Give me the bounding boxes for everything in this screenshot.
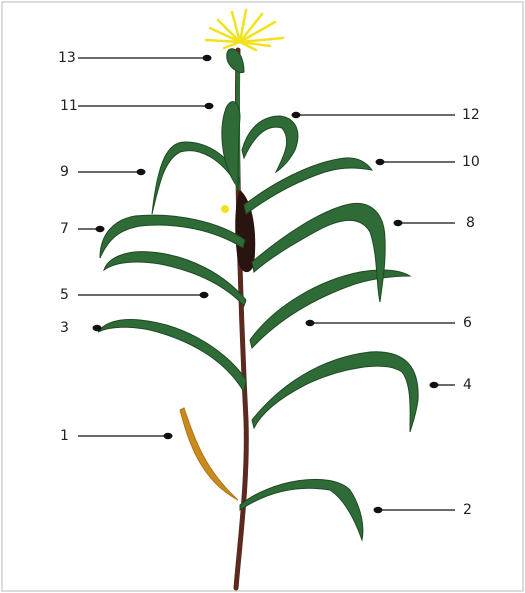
label-3: 3 [60, 320, 69, 336]
label-12: 12 [462, 107, 480, 123]
leaf-3 [98, 320, 246, 393]
label-10: 10 [462, 154, 480, 170]
dot-1 [164, 433, 173, 439]
leaf-4 [252, 352, 418, 432]
label-9: 9 [60, 164, 69, 180]
silk [221, 205, 229, 213]
dot-2 [374, 507, 383, 513]
label-4: 4 [463, 377, 472, 393]
dot-11 [205, 103, 214, 109]
leaf-7 [100, 215, 245, 258]
label-11: 11 [60, 98, 78, 114]
dot-13 [203, 55, 212, 61]
dot-7 [96, 226, 105, 232]
leaf-1-dead [180, 408, 238, 500]
dot-4 [430, 382, 439, 388]
leaf-13-flag [227, 49, 244, 73]
leaf-5 [104, 252, 246, 306]
label-5: 5 [60, 287, 69, 303]
leaf-12 [242, 116, 298, 172]
dot-9 [137, 169, 146, 175]
dot-8 [394, 220, 403, 226]
label-7: 7 [60, 221, 69, 237]
dot-10 [376, 159, 385, 165]
leaf-6 [250, 270, 410, 348]
tassel [206, 10, 283, 50]
dot-6 [306, 320, 315, 326]
leaf-11 [222, 102, 240, 190]
label-13: 13 [58, 50, 76, 66]
leaf-2 [240, 479, 363, 540]
label-8: 8 [466, 215, 475, 231]
dot-3 [93, 325, 102, 331]
dot-5 [200, 292, 209, 298]
label-1: 1 [60, 428, 69, 444]
label-6: 6 [463, 315, 472, 331]
dot-12 [292, 112, 301, 118]
label-2: 2 [463, 502, 472, 518]
